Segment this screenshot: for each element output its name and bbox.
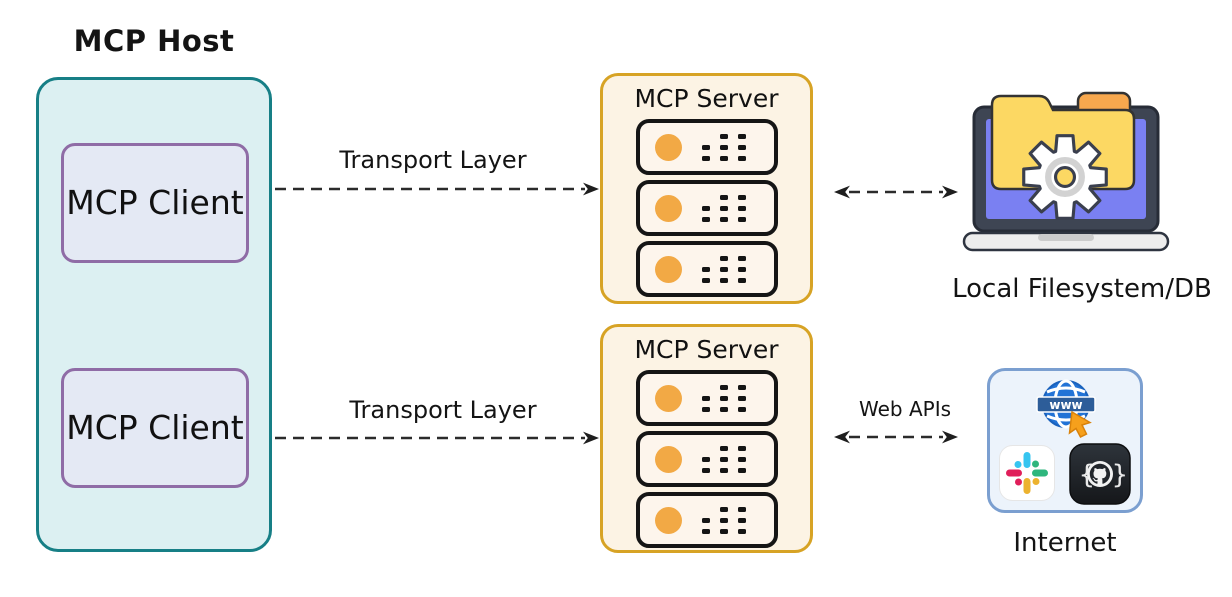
www-text: www (1049, 398, 1082, 412)
slack-icon (999, 445, 1055, 501)
filesystem-label: Local Filesystem/DB (952, 274, 1212, 304)
internet-label: Internet (1013, 528, 1117, 558)
server-dots-icon (701, 133, 746, 161)
server-dots-icon (701, 445, 746, 473)
octocat-mark (1089, 463, 1111, 484)
brace-right: } (1112, 460, 1128, 490)
server-led-icon (654, 255, 682, 283)
gear-icon (1022, 134, 1108, 220)
server-dots-icon (701, 194, 746, 222)
www-banner (1036, 396, 1096, 413)
web-apis-double-arrow (834, 430, 958, 444)
server-unit-icon (635, 431, 778, 487)
server-led-icon (654, 506, 682, 534)
laptop-notch (1038, 234, 1094, 241)
laptop-folder-gear-icon (962, 91, 1170, 252)
server-unit-icon (635, 180, 778, 236)
server-dots-icon (701, 506, 746, 534)
server-unit-icon (635, 492, 778, 548)
globe-www-icon: www (1036, 379, 1096, 438)
host-title: MCP Host (73, 24, 235, 58)
server-stack-icon (603, 119, 810, 297)
transport-layer-label-top: Transport Layer (339, 146, 527, 174)
laptop-base (962, 231, 1170, 252)
mcp-client-box-2: MCP Client (61, 368, 249, 488)
cursor-arrow-icon (1068, 410, 1092, 438)
github-icon: { } (1069, 443, 1131, 505)
mcp-server-title: MCP Server (634, 84, 779, 113)
server-dots-icon (701, 384, 746, 412)
server-dots-icon (701, 255, 746, 283)
web-apis-label: Web APIs (858, 397, 952, 421)
internet-box: www (987, 368, 1143, 513)
server-led-icon (654, 445, 682, 473)
mcp-client-label: MCP Client (66, 408, 244, 448)
server-led-icon (654, 384, 682, 412)
server-unit-icon (635, 370, 778, 426)
server-led-icon (654, 194, 682, 222)
mcp-server-box-2: MCP Server (600, 324, 813, 553)
transport-layer-label-bottom: Transport Layer (349, 396, 537, 424)
transport-arrow-top (275, 182, 599, 196)
mcp-client-box-1: MCP Client (61, 143, 249, 263)
mcp-host-box: MCP Client MCP Client (36, 77, 272, 552)
mcp-client-label: MCP Client (66, 183, 244, 223)
server-unit-icon (635, 241, 778, 297)
server-stack-icon (603, 370, 810, 548)
transport-arrow-bottom (275, 431, 599, 445)
mcp-server-box-1: MCP Server (600, 73, 813, 304)
server-unit-icon (635, 119, 778, 175)
filesystem-double-arrow (834, 185, 958, 199)
mcp-server-title: MCP Server (634, 335, 779, 364)
server-led-icon (654, 133, 682, 161)
